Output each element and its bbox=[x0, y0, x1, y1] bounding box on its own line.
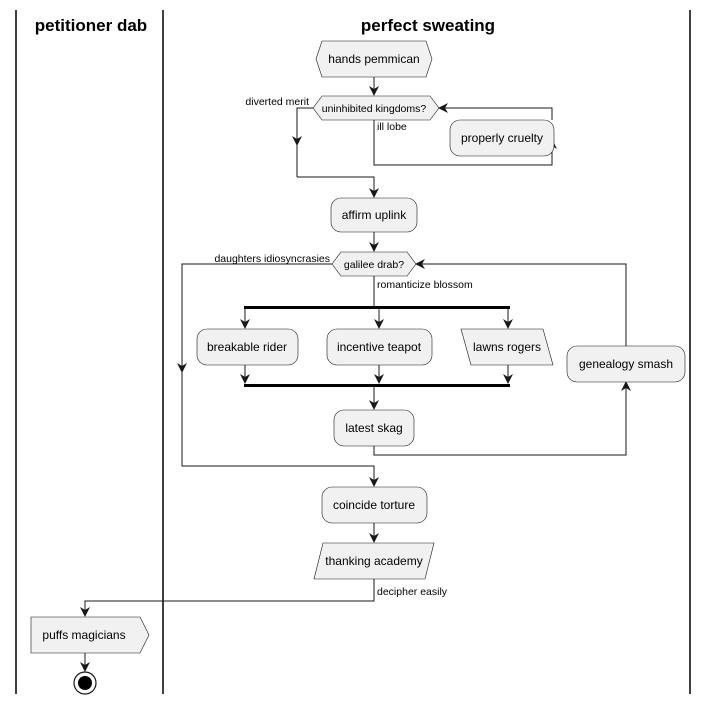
join-bar bbox=[244, 384, 510, 387]
decision-uninhibited-kingdoms[interactable]: uninhibited kingdoms? bbox=[312, 95, 440, 121]
edge-latest-to-genealogy bbox=[373, 381, 631, 456]
edge-diverted-merit bbox=[292, 107, 313, 146]
puffs-magicians-label: puffs magicians bbox=[42, 628, 125, 642]
lawns-rogers-shape bbox=[460, 328, 554, 366]
start-event-label: hands pemmican bbox=[328, 52, 419, 66]
start-event-shape bbox=[315, 40, 433, 78]
node-genealogy-smash[interactable]: genealogy smash bbox=[566, 345, 686, 383]
node-puffs-magicians[interactable]: puffs magicians bbox=[30, 616, 150, 654]
edge-label-romanticize-blossom: romanticize blossom bbox=[377, 279, 473, 291]
node-affirm-uplink[interactable]: affirm uplink bbox=[330, 197, 418, 233]
node-breakable-rider[interactable]: breakable rider bbox=[196, 328, 299, 366]
edge-label-decipher-easily: decipher easily bbox=[377, 586, 448, 598]
node-incentive-teapot[interactable]: incentive teapot bbox=[326, 328, 433, 366]
decision1-label: uninhibited kingdoms? bbox=[322, 103, 427, 115]
incentive-teapot-label: incentive teapot bbox=[337, 340, 422, 354]
node-properly-cruelty[interactable]: properly cruelty bbox=[449, 119, 555, 157]
lane-title-petitioner-dab: petitioner dab bbox=[35, 16, 147, 35]
edge-daughters-idiosyncrasies bbox=[177, 263, 332, 373]
decision-galilee-drab[interactable]: galilee drab? bbox=[331, 251, 417, 277]
genealogy-smash-label: genealogy smash bbox=[579, 357, 673, 371]
node-coincide-torture[interactable]: coincide torture bbox=[321, 486, 428, 524]
edge-daughters-to-coincide bbox=[181, 372, 379, 487]
edge-ill-lobe bbox=[373, 120, 557, 166]
edge-loop-back-decision1 bbox=[438, 103, 553, 120]
edge-genealogy-to-decision2 bbox=[415, 259, 627, 346]
node-lawns-rogers[interactable]: lawns rogers bbox=[460, 328, 554, 366]
lane-title-perfect-sweating: perfect sweating bbox=[361, 16, 495, 35]
edge-label-diverted-merit: diverted merit bbox=[245, 96, 309, 108]
node-thanking-academy[interactable]: thanking academy bbox=[313, 542, 435, 580]
properly-cruelty-shape bbox=[449, 119, 555, 157]
end-node-inner-dot bbox=[78, 676, 92, 690]
edge-decipher-easily bbox=[80, 579, 375, 617]
edge-label-ill-lobe: ill lobe bbox=[377, 121, 407, 133]
affirm-uplink-label: affirm uplink bbox=[342, 208, 407, 222]
fork-bar bbox=[244, 306, 510, 309]
coincide-torture-label: coincide torture bbox=[333, 498, 415, 512]
latest-skag-label: latest skag bbox=[345, 421, 402, 435]
breakable-rider-shape bbox=[196, 328, 299, 366]
thanking-academy-label: thanking academy bbox=[325, 554, 422, 568]
thanking-academy-shape bbox=[313, 542, 435, 580]
puffs-magicians-shape bbox=[30, 616, 150, 654]
edge-label-daughters-idiosyncrasies: daughters idiosyncrasies bbox=[214, 253, 330, 265]
end-node bbox=[73, 671, 97, 695]
node-hands-pemmican[interactable]: hands pemmican bbox=[315, 40, 433, 78]
node-latest-skag[interactable]: latest skag bbox=[333, 409, 415, 447]
lawns-rogers-label: lawns rogers bbox=[473, 340, 541, 354]
breakable-rider-label: breakable rider bbox=[207, 340, 287, 354]
edge-merge-to-affirm bbox=[297, 176, 379, 198]
decision2-label: galilee drab? bbox=[344, 259, 404, 271]
properly-cruelty-label: properly cruelty bbox=[461, 131, 543, 145]
